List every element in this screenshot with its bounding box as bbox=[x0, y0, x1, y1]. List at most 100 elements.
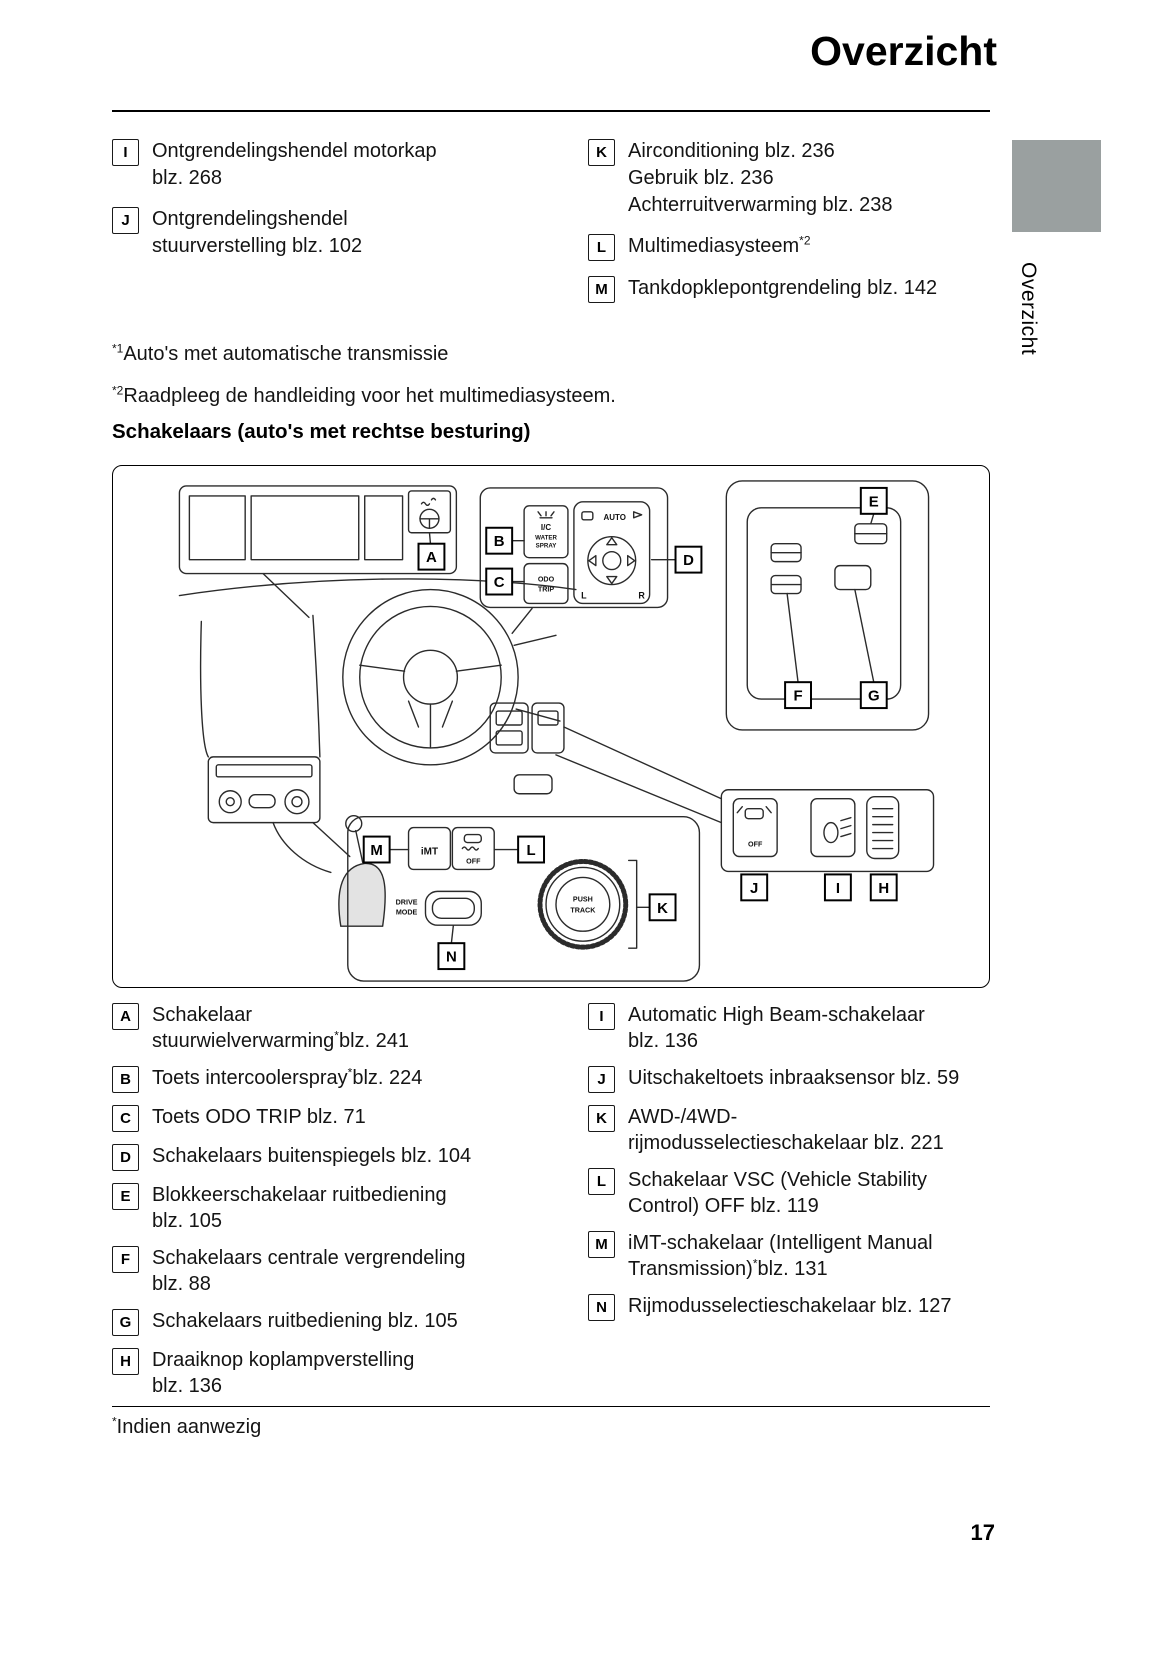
legend-item-n: N Rijmodusselectieschakelaar blz. 127 bbox=[588, 1293, 990, 1321]
reference-item-m: M Tankdopklepontgrendeling blz. 142 bbox=[588, 275, 990, 303]
imt-button bbox=[407, 826, 452, 871]
legend-item-f: F Schakelaars centrale vergrendeling blz… bbox=[112, 1245, 588, 1297]
legend-text-e: Blokkeerschakelaar ruitbediening blz. 10… bbox=[152, 1184, 447, 1232]
gear-shifter bbox=[338, 814, 386, 927]
chapter-vertical-label: Overzicht bbox=[1017, 262, 1040, 356]
center-top-panel bbox=[479, 487, 677, 609]
drive-mode-selector bbox=[424, 890, 482, 926]
diagram-frame: I/C WATER SPRAY ODO TRIP AUTO L R iMT OF… bbox=[112, 465, 990, 988]
legend-key-m: M bbox=[588, 1231, 615, 1258]
legend-text-j: Uitschakeltoets inbraaksensor blz. 59 bbox=[628, 1067, 960, 1089]
legend-item-a: A Schakelaar stuurwielverwarming*blz. 24… bbox=[112, 1002, 588, 1054]
auto-label: AUTO bbox=[604, 513, 626, 522]
legend-key-g: G bbox=[112, 1309, 139, 1336]
spray-icon bbox=[537, 511, 555, 519]
item-key-i: I bbox=[112, 139, 139, 166]
svg-text:B: B bbox=[494, 533, 505, 550]
svg-text:N: N bbox=[446, 949, 457, 966]
console-switch-panel bbox=[347, 815, 701, 982]
footnote-2: *2Raadpleeg de handleiding voor het mult… bbox=[112, 383, 616, 407]
mirror-right-label: R bbox=[638, 590, 645, 600]
footer-rule bbox=[112, 1406, 990, 1407]
legend-key-j: J bbox=[588, 1066, 615, 1093]
legend-item-c: C Toets ODO TRIP blz. 71 bbox=[112, 1104, 588, 1132]
svg-text:D: D bbox=[683, 552, 694, 569]
svg-text:G: G bbox=[868, 688, 880, 705]
callout-d: D bbox=[674, 545, 703, 574]
svg-text:K: K bbox=[657, 900, 668, 917]
item-text-j: Ontgrendelingshendel stuurverstelling bl… bbox=[152, 208, 363, 257]
callout-h: H bbox=[869, 873, 898, 902]
chapter-tab bbox=[1012, 140, 1101, 232]
svg-text:J: J bbox=[750, 880, 758, 897]
legend-item-k: K AWD-/4WD- rijmodusselectieschakelaar b… bbox=[588, 1104, 990, 1156]
vsc-off-label: OFF bbox=[466, 857, 481, 865]
legend-text-d: Schakelaars buitenspiegels blz. 104 bbox=[152, 1145, 472, 1167]
bottom-footnote: *Indien aanwezig bbox=[112, 1414, 262, 1438]
callout-c: C bbox=[485, 567, 514, 596]
top-list-right-column: K Airconditioning blz. 236 Gebruik blz. … bbox=[588, 138, 990, 317]
right-switch-panel bbox=[720, 789, 935, 873]
header-rule bbox=[112, 110, 990, 112]
svg-text:H: H bbox=[878, 880, 889, 897]
legend-key-k: K bbox=[588, 1105, 615, 1132]
callout-k: K bbox=[648, 893, 677, 922]
legend-key-n: N bbox=[588, 1294, 615, 1321]
legend: A Schakelaar stuurwielverwarming*blz. 24… bbox=[112, 1002, 990, 1410]
instrument-cluster bbox=[178, 485, 458, 575]
item-text-i: Ontgrendelingshendel motorkap blz. 268 bbox=[152, 140, 437, 189]
footnotes: *1Auto's met automatische transmissie *2… bbox=[112, 341, 616, 425]
legend-item-j: J Uitschakeltoets inbraaksensor blz. 59 bbox=[588, 1065, 990, 1093]
callout-a: A bbox=[417, 542, 446, 571]
ic-label: I/C bbox=[541, 523, 551, 532]
door-lock-switch bbox=[834, 564, 872, 591]
push-track-knob bbox=[537, 858, 629, 950]
mirror-glyph-icon bbox=[632, 511, 643, 519]
headlight-leveling-dial bbox=[866, 796, 900, 860]
callout-j: J bbox=[740, 873, 769, 902]
svg-text:E: E bbox=[869, 493, 879, 510]
callout-i: I bbox=[823, 873, 852, 902]
reference-item-j: J Ontgrendelingshendel stuurverstelling … bbox=[112, 206, 588, 260]
item-key-m: M bbox=[588, 276, 615, 303]
section-heading: Schakelaars (auto's met rechtse besturin… bbox=[112, 420, 531, 443]
svg-text:F: F bbox=[793, 688, 802, 705]
item-key-j: J bbox=[112, 207, 139, 234]
item-text-m: Tankdopklepontgrendeling blz. 142 bbox=[628, 277, 938, 299]
legend-key-i: I bbox=[588, 1003, 615, 1030]
legend-item-m: M iMT-schakelaar (Intelligent Manual Tra… bbox=[588, 1230, 990, 1282]
vsc-skid-icon bbox=[461, 833, 482, 851]
legend-left-column: A Schakelaar stuurwielverwarming*blz. 24… bbox=[112, 1002, 588, 1410]
legend-text-m: iMT-schakelaar (Intelligent Manual Trans… bbox=[628, 1232, 933, 1280]
page-number: 17 bbox=[970, 1520, 995, 1545]
legend-key-b: B bbox=[112, 1066, 139, 1093]
headlight-leveling-icon bbox=[823, 816, 852, 844]
item-key-k: K bbox=[588, 139, 615, 166]
svg-text:I: I bbox=[836, 880, 840, 897]
legend-key-d: D bbox=[112, 1144, 139, 1171]
legend-text-c: Toets ODO TRIP blz. 71 bbox=[152, 1106, 366, 1128]
legend-text-k: AWD-/4WD- rijmodusselectieschakelaar blz… bbox=[628, 1106, 944, 1154]
legend-item-l: L Schakelaar VSC (Vehicle Stability Cont… bbox=[588, 1167, 990, 1219]
steering-wheel bbox=[342, 588, 519, 766]
intercooler-spray-button bbox=[523, 505, 569, 559]
odo-trip-button bbox=[523, 562, 569, 605]
callout-f: F bbox=[784, 681, 812, 710]
legend-text-a: Schakelaar stuurwielverwarming*blz. 241 bbox=[152, 1004, 410, 1052]
legend-text-i: Automatic High Beam-schakelaar blz. 136 bbox=[628, 1004, 925, 1052]
legend-text-l: Schakelaar VSC (Vehicle Stability Contro… bbox=[628, 1169, 928, 1217]
item-text-k: Airconditioning blz. 236 Gebruik blz. 23… bbox=[628, 140, 893, 216]
odo-label: ODO bbox=[538, 576, 555, 584]
spray-label: SPRAY bbox=[536, 543, 557, 550]
legend-item-i: I Automatic High Beam-schakelaar blz. 13… bbox=[588, 1002, 990, 1054]
footnote-1: *1Auto's met automatische transmissie bbox=[112, 341, 449, 365]
column-switch-cluster bbox=[489, 702, 565, 754]
legend-key-a: A bbox=[112, 1003, 139, 1030]
legend-text-f: Schakelaars centrale vergrendeling blz. … bbox=[152, 1247, 466, 1295]
dashboard-art bbox=[178, 572, 723, 927]
callout-g: G bbox=[859, 681, 888, 710]
reference-item-i: I Ontgrendelingshendel motorkap blz. 268 bbox=[112, 138, 588, 192]
legend-key-h: H bbox=[112, 1348, 139, 1375]
svg-text:L: L bbox=[527, 842, 536, 859]
